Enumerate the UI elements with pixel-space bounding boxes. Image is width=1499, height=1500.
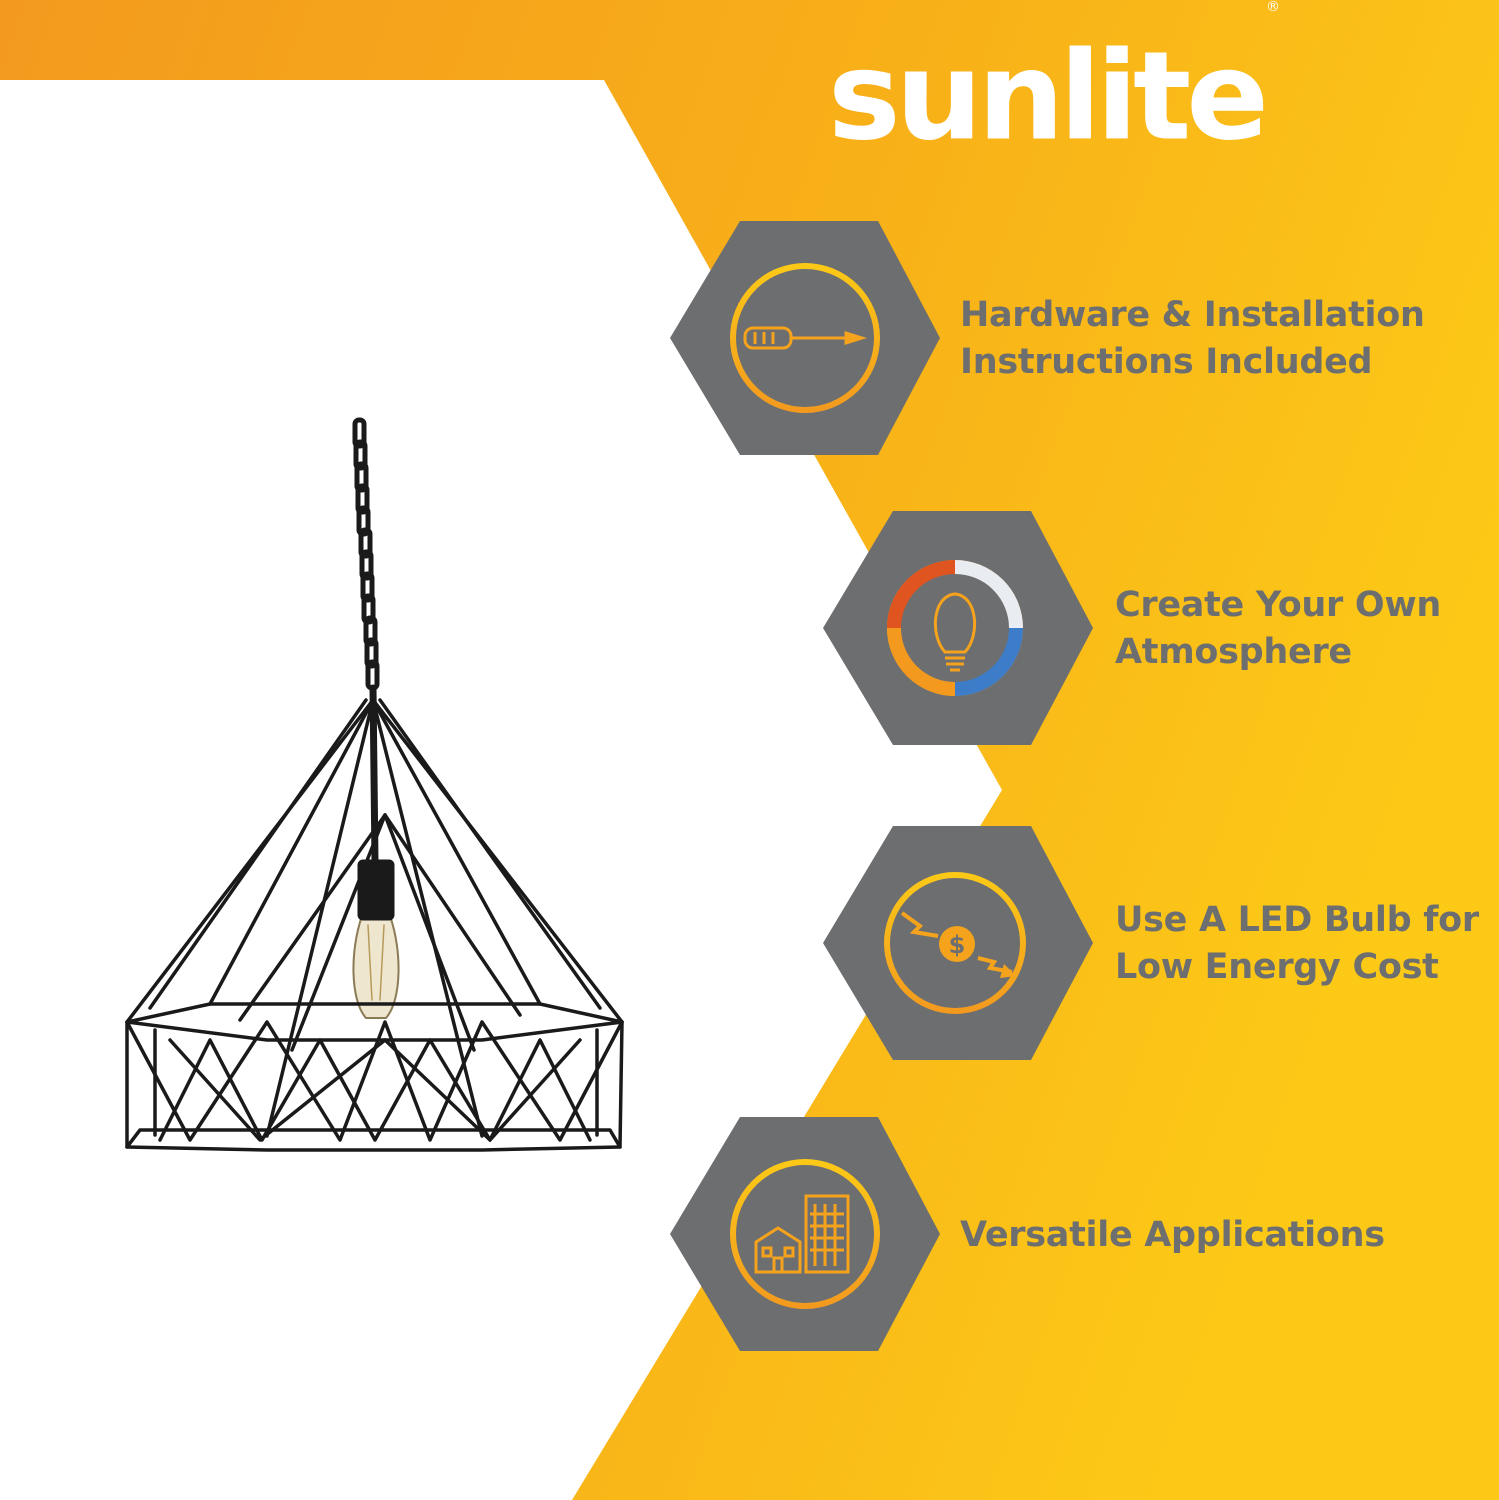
socket <box>357 859 395 921</box>
brand-logo: sunlite® <box>828 0 1280 162</box>
edison-bulb <box>352 915 400 1019</box>
wire-cage <box>125 698 624 1152</box>
screwdriver-icon <box>743 326 868 350</box>
feature-hexagon-1 <box>670 221 940 455</box>
registered-mark: ® <box>1266 0 1281 15</box>
feature-hexagon-3: $ <box>823 826 1093 1060</box>
feature-label-atmosphere: Create Your Own Atmosphere <box>1115 585 1442 672</box>
feature-label-applications: Versatile Applications <box>960 1215 1385 1255</box>
svg-text:$: $ <box>949 931 966 959</box>
energy-cost-down-icon: $ <box>900 911 1016 978</box>
logo-wordmark: sunlite <box>828 25 1269 168</box>
feature-label-hardware: Hardware & Installation Instructions Inc… <box>960 295 1425 382</box>
feature-hexagon-2 <box>823 511 1093 745</box>
light-bulb-icon <box>933 592 977 672</box>
feature-hexagon-4 <box>670 1117 940 1351</box>
feature-label-energy: Use A LED Bulb for Low Energy Cost <box>1115 900 1479 987</box>
pendant-light-image <box>125 417 624 1152</box>
chain <box>352 417 380 691</box>
buildings-icon <box>754 1194 850 1274</box>
